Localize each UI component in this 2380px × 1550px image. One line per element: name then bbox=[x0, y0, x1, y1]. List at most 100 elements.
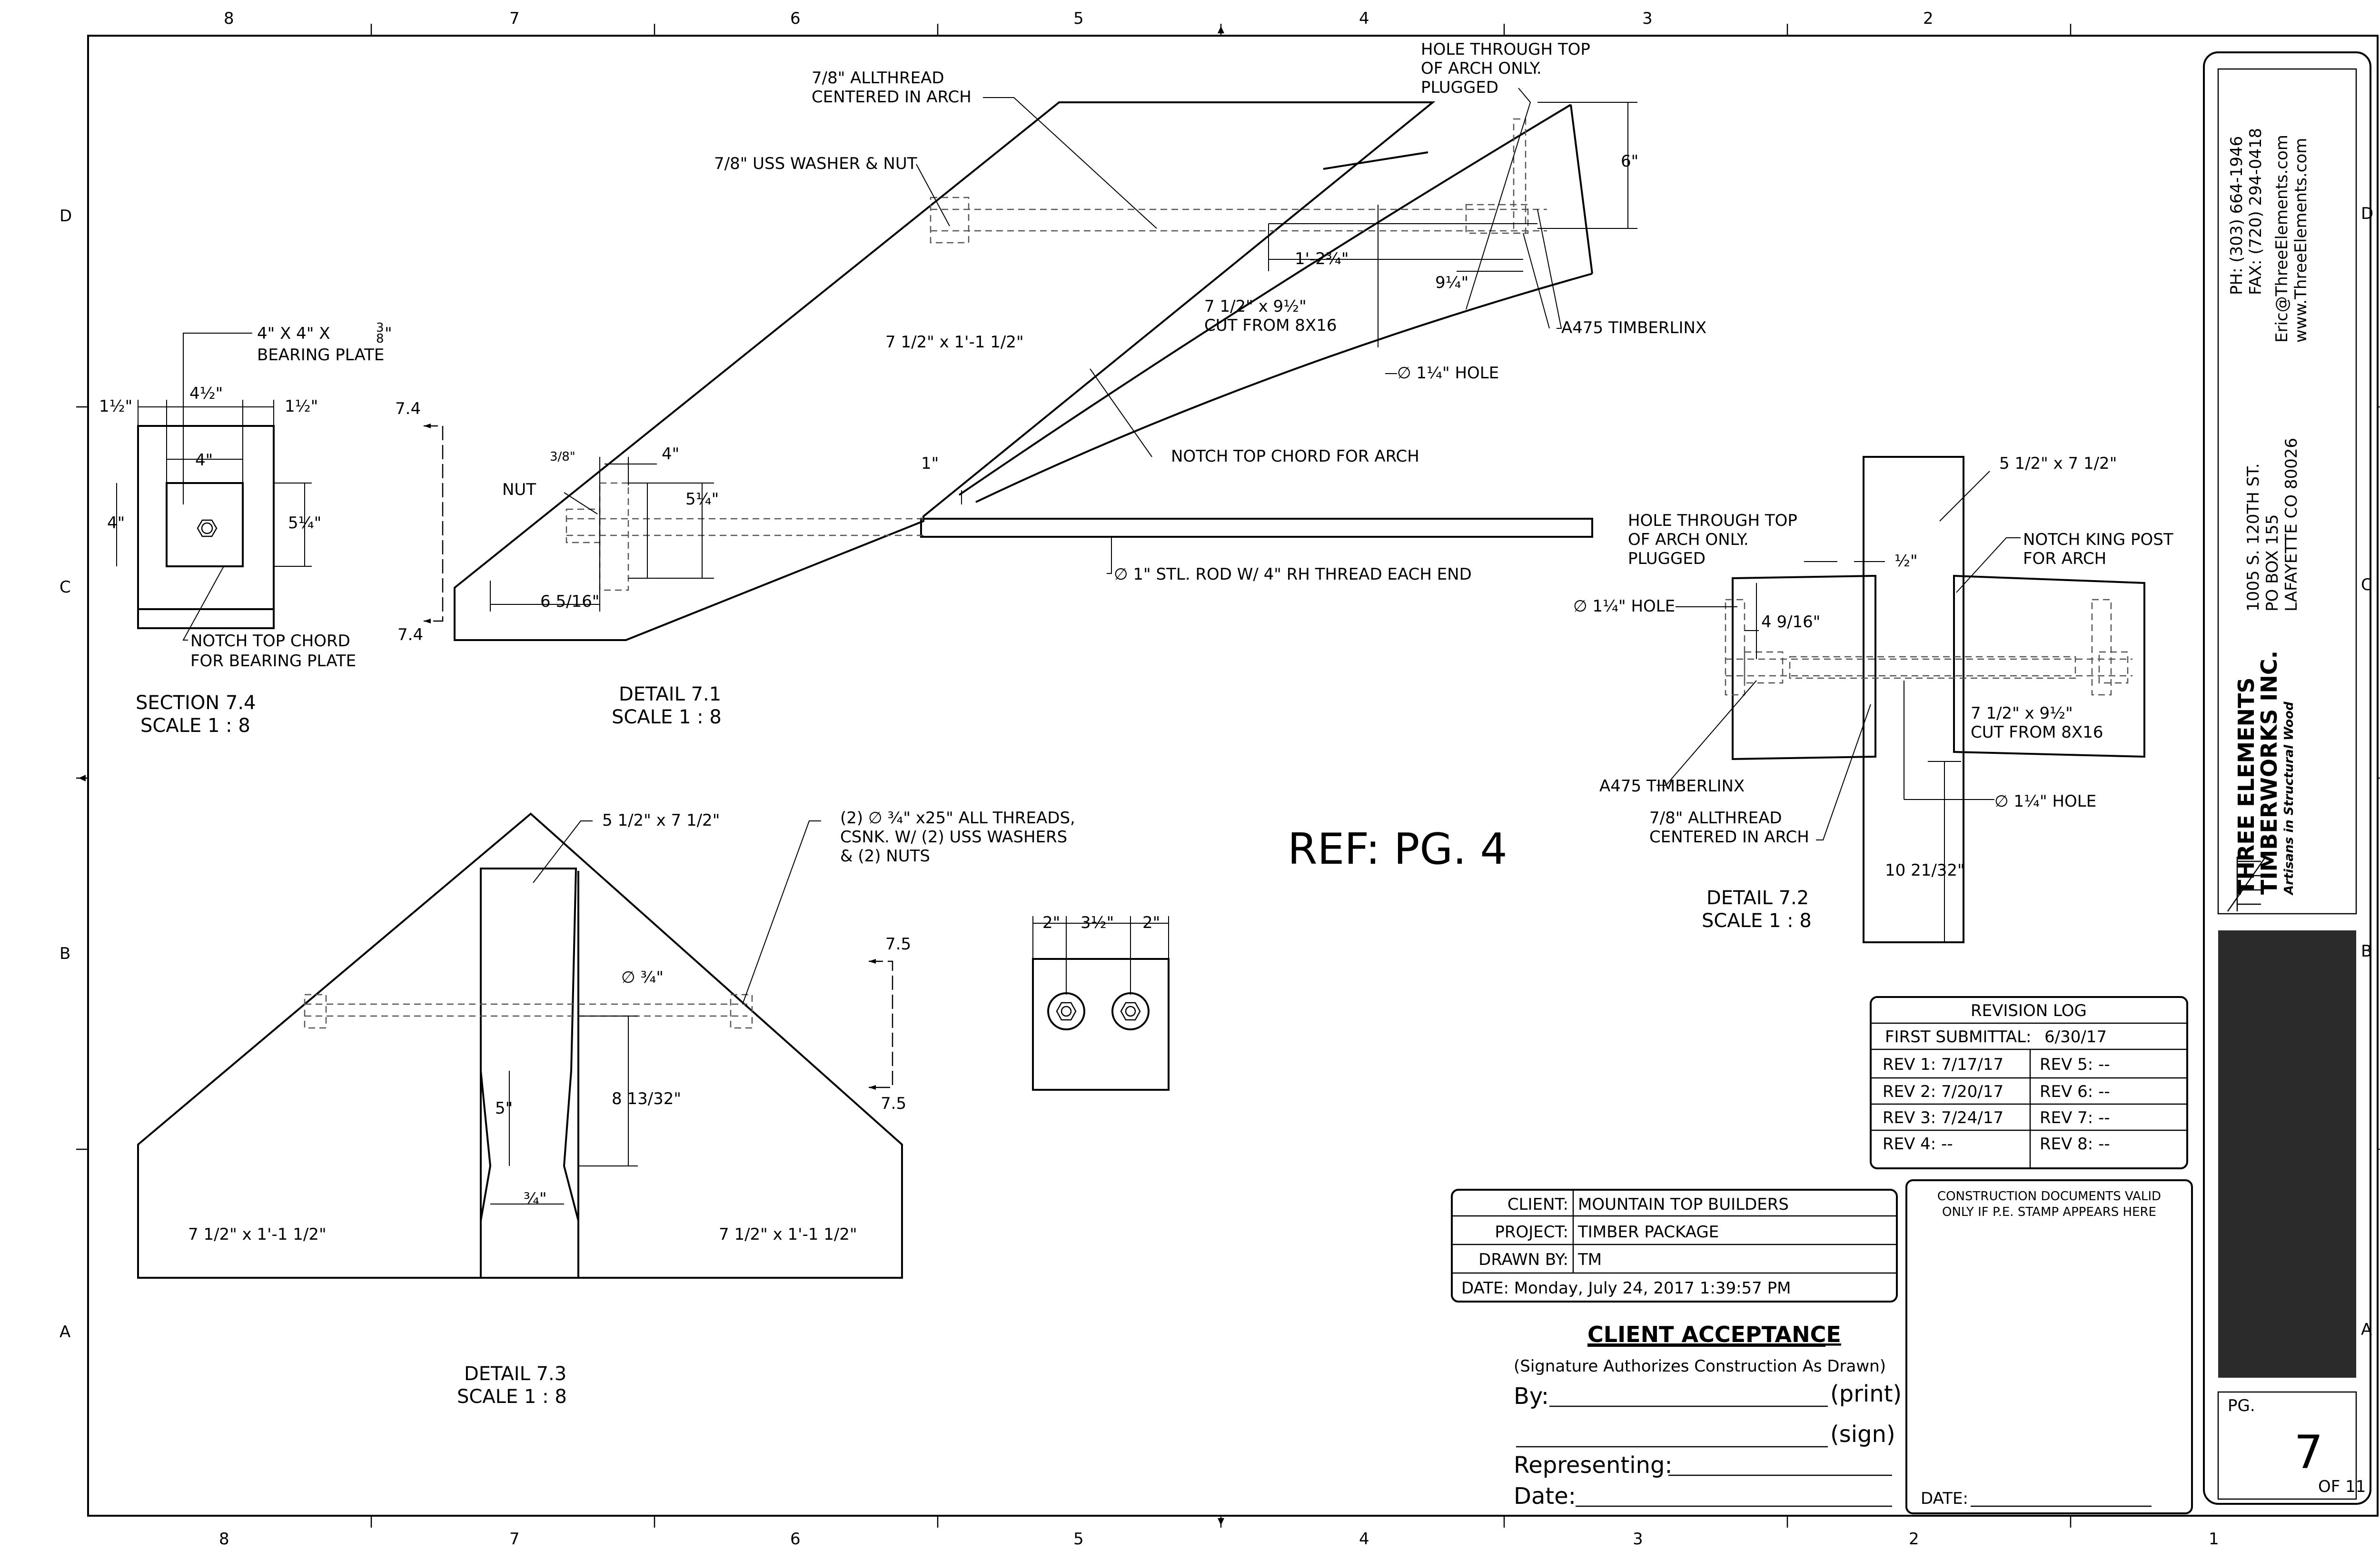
col-label-top-7: 2 bbox=[1923, 9, 1934, 28]
hole-dia: ∅ 1¼" HOLE bbox=[1397, 364, 1499, 383]
dim-6-5-16: 6 5/16" bbox=[540, 592, 599, 611]
plate-frac-num: 3 bbox=[376, 321, 384, 335]
timberlinx: A475 TIMBERLINX bbox=[1561, 318, 1706, 337]
acceptance-subtitle: (Signature Authorizes Construction As Dr… bbox=[1514, 1357, 1886, 1376]
detail-7-2: 5 1/2" x 7 1/2" HOLE THROUGH TOP OF ARCH… bbox=[1573, 454, 2173, 943]
company-logo-icon bbox=[2227, 856, 2267, 912]
client-acceptance: CLIENT ACCEPTANCE (Signature Authorizes … bbox=[1514, 1322, 1902, 1510]
col-label-bottom-8: 1 bbox=[2209, 1530, 2219, 1549]
sec-mark-bottom: 7.5 bbox=[881, 1094, 906, 1113]
rev-row-1-right: REV 5: -- bbox=[2040, 1055, 2110, 1074]
dim-plate-h: 4" bbox=[107, 513, 125, 533]
row-label-left-1: D bbox=[60, 207, 72, 226]
col-label-bottom-5: 4 bbox=[1359, 1530, 1369, 1549]
dim-4-9-16: 4 9/16" bbox=[1761, 612, 1820, 632]
detail-scale: SCALE 1 : 8 bbox=[1702, 910, 1812, 932]
rev-row-1-left: REV 1: 7/17/17 bbox=[1883, 1055, 2003, 1074]
hole-3: PLUGGED bbox=[1421, 78, 1498, 97]
sec-mark-bottom: 7.4 bbox=[397, 625, 423, 644]
sheet-border: 8 7 6 5 4 3 2 8 7 6 5 4 3 2 1 D C B A D … bbox=[60, 9, 2380, 1549]
chord-section bbox=[137, 425, 275, 629]
company-email: Eric@ThreeElements.com bbox=[2272, 135, 2291, 343]
col-label-bottom-6: 3 bbox=[1633, 1530, 1643, 1549]
col-label-top-6: 3 bbox=[1642, 9, 1653, 28]
row-label-left-4: A bbox=[60, 1323, 70, 1342]
dim-6: 6" bbox=[1621, 152, 1638, 171]
hex-nut-icon bbox=[1056, 1002, 1077, 1021]
revision-log: REVISION LOG FIRST SUBMITTAL: 6/30/17 RE… bbox=[1870, 996, 2188, 1169]
notch-arch: NOTCH TOP CHORD FOR ARCH bbox=[1171, 447, 1419, 466]
member-2a: 7 1/2" x 9½" bbox=[1204, 297, 1307, 316]
representing-label: Representing: bbox=[1514, 1452, 1673, 1479]
page-number: 7 bbox=[2294, 1426, 2323, 1479]
detail-7-3: 7.5 7.5 5 1/2" x 7 1/2" (2) ∅ ¾" x25" AL… bbox=[137, 809, 1075, 1408]
dim-plate-w: 4" bbox=[195, 451, 213, 470]
client-value: MOUNTAIN TOP BUILDERS bbox=[1578, 1195, 1789, 1214]
sign-label: (sign) bbox=[1830, 1421, 1895, 1448]
plate-label-1: 4" X 4" X bbox=[257, 324, 330, 343]
arch-right bbox=[1953, 574, 2145, 758]
hole-1: HOLE THROUGH TOP bbox=[1421, 40, 1590, 59]
hex-nut-icon bbox=[1120, 1002, 1141, 1021]
date-label: Date: bbox=[1514, 1483, 1576, 1510]
col-label-top-5: 4 bbox=[1359, 9, 1369, 28]
dim-10: 10 21/32" bbox=[1885, 861, 1965, 880]
title-block: CLIENT: MOUNTAIN TOP BUILDERS PROJECT: T… bbox=[1451, 1189, 1898, 1303]
hole-1: HOLE THROUGH TOP bbox=[1628, 511, 1797, 530]
col-label-top-3: 6 bbox=[790, 9, 801, 28]
stamp-line-1: CONSTRUCTION DOCUMENTS VALID bbox=[1937, 1189, 2161, 1204]
date-line: DATE: Monday, July 24, 2017 1:39:57 PM bbox=[1461, 1279, 1791, 1298]
dim-8: 8 13/32" bbox=[612, 1089, 681, 1108]
member-right: 7 1/2" x 1'-1 1/2" bbox=[719, 1225, 857, 1244]
hole-dia-2: ∅ 1¼" HOLE bbox=[1994, 792, 2096, 811]
dim-5-1-4: 5¼" bbox=[685, 490, 719, 509]
col-label-top-4: 5 bbox=[1073, 9, 1084, 28]
section-title: SECTION 7.4 bbox=[136, 692, 256, 714]
company-city: LAFAYETTE CO 80026 bbox=[2282, 438, 2301, 612]
rev-row-4-right: REV 8: -- bbox=[2040, 1135, 2110, 1154]
company-phone: PH: (303) 664-1946 bbox=[2227, 136, 2246, 295]
washer-label: 7/8" USS WASHER & NUT bbox=[714, 154, 917, 173]
dim-left: 1½" bbox=[99, 397, 132, 416]
ref-page: REF: PG. 4 bbox=[1288, 824, 1507, 874]
dim-mid: 3½" bbox=[1081, 913, 1114, 932]
post-size: 5 1/2" x 7 1/2" bbox=[602, 811, 720, 830]
company-pobox: PO BOX 155 bbox=[2263, 514, 2282, 612]
dim-9-1-4: 9¼" bbox=[1435, 273, 1468, 292]
revision-first: FIRST SUBMITTAL: bbox=[1885, 1027, 2031, 1046]
nut-label: NUT bbox=[502, 480, 536, 499]
notch-label-2: FOR BEARING PLATE bbox=[190, 652, 356, 671]
dim-2b: 2" bbox=[1142, 913, 1160, 932]
dia-label: ∅ ¾" bbox=[621, 968, 664, 987]
arch-left bbox=[1732, 574, 1876, 760]
allthread-1: 7/8" ALLTHREAD bbox=[1649, 809, 1782, 828]
revision-title: REVISION LOG bbox=[1971, 1001, 2087, 1020]
rev-row-3-left: REV 3: 7/24/17 bbox=[1883, 1108, 2003, 1127]
allthread-1: 7/8" ALLTHREAD bbox=[812, 69, 944, 88]
page-label: PG. bbox=[2228, 1396, 2255, 1415]
hole-2: OF ARCH ONLY. bbox=[1628, 530, 1749, 549]
bottom-chord bbox=[920, 518, 1593, 538]
dim-right: 1½" bbox=[285, 397, 318, 416]
stamp-area: CONSTRUCTION DOCUMENTS VALID ONLY IF P.E… bbox=[1905, 1179, 2193, 1514]
col-label-bottom-7: 2 bbox=[1909, 1530, 1919, 1549]
company-street: 1005 S. 120TH ST. bbox=[2244, 463, 2263, 612]
detail-7-1: 7.4 7.4 bbox=[395, 40, 1706, 728]
plate-label-2: BEARING PLATE bbox=[257, 346, 384, 365]
detail-title: DETAIL 7.2 bbox=[1706, 887, 1809, 909]
rev-row-3-right: REV 7: -- bbox=[2040, 1108, 2110, 1127]
row-label-left-3: B bbox=[60, 944, 70, 963]
dim-2a: 2" bbox=[1042, 913, 1060, 932]
dim-3-8: 3/8" bbox=[550, 450, 575, 464]
company-name-2: TIMBERWORKS INC. bbox=[2256, 651, 2282, 895]
section-7-4: 1½" 4½" 1½" 4" 4" 5¼" 4" X 4" X 3 8 " BE… bbox=[99, 321, 392, 737]
allthreads-1: (2) ∅ ¾" x25" ALL THREADS, bbox=[840, 809, 1075, 828]
sec-mark-top: 7.4 bbox=[395, 399, 421, 418]
post-size: 5 1/2" x 7 1/2" bbox=[1999, 454, 2117, 473]
dim-4: 4" bbox=[662, 444, 679, 464]
detail-title: DETAIL 7.1 bbox=[619, 683, 721, 705]
client-label: CLIENT: bbox=[1507, 1195, 1568, 1214]
stamp-line-2: ONLY IF P.E. STAMP APPEARS HERE bbox=[1942, 1205, 2156, 1219]
logo-block bbox=[2218, 930, 2356, 1378]
